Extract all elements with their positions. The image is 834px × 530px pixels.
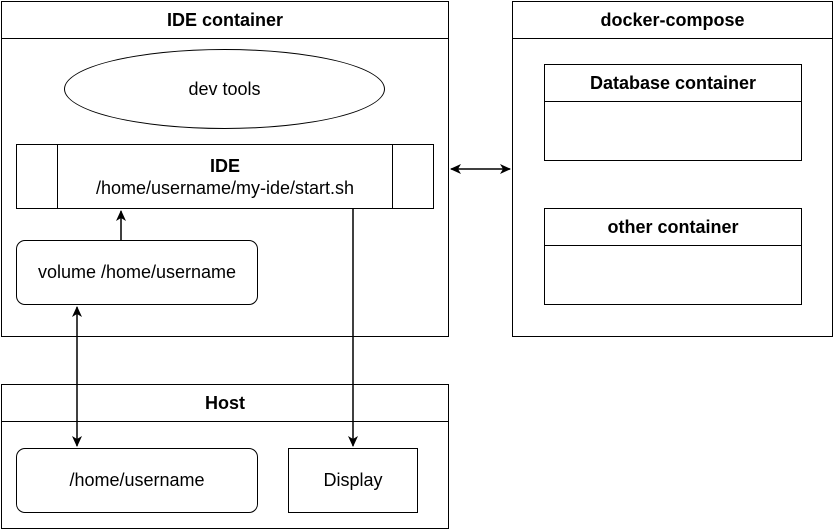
display-node: Display bbox=[288, 448, 418, 513]
other-container-title: other container bbox=[545, 209, 801, 246]
database-container-title: Database container bbox=[545, 65, 801, 102]
host-title: Host bbox=[2, 385, 448, 422]
ide-process-title: IDE bbox=[209, 155, 240, 176]
dev-tools-node: dev tools bbox=[64, 49, 385, 129]
host-home-label: /home/username bbox=[69, 470, 205, 490]
ide-container-title: IDE container bbox=[2, 2, 448, 39]
volume-node: volume /home/username bbox=[16, 240, 258, 305]
database-container: Database container bbox=[544, 64, 802, 161]
ide-process-left-bar bbox=[17, 145, 58, 208]
ide-process-body: IDE /home/username/my-ide/start.sh bbox=[58, 145, 392, 208]
display-label: Display bbox=[323, 470, 383, 490]
dev-tools-label: dev tools bbox=[188, 78, 261, 99]
docker-compose-title: docker-compose bbox=[513, 2, 832, 39]
ide-process-right-bar bbox=[392, 145, 433, 208]
other-container: other container bbox=[544, 208, 802, 305]
volume-label: volume /home/username bbox=[37, 262, 237, 282]
ide-process-path: /home/username/my-ide/start.sh bbox=[95, 177, 355, 198]
ide-process-node: IDE /home/username/my-ide/start.sh bbox=[16, 144, 434, 209]
host-home-node: /home/username bbox=[16, 448, 258, 513]
